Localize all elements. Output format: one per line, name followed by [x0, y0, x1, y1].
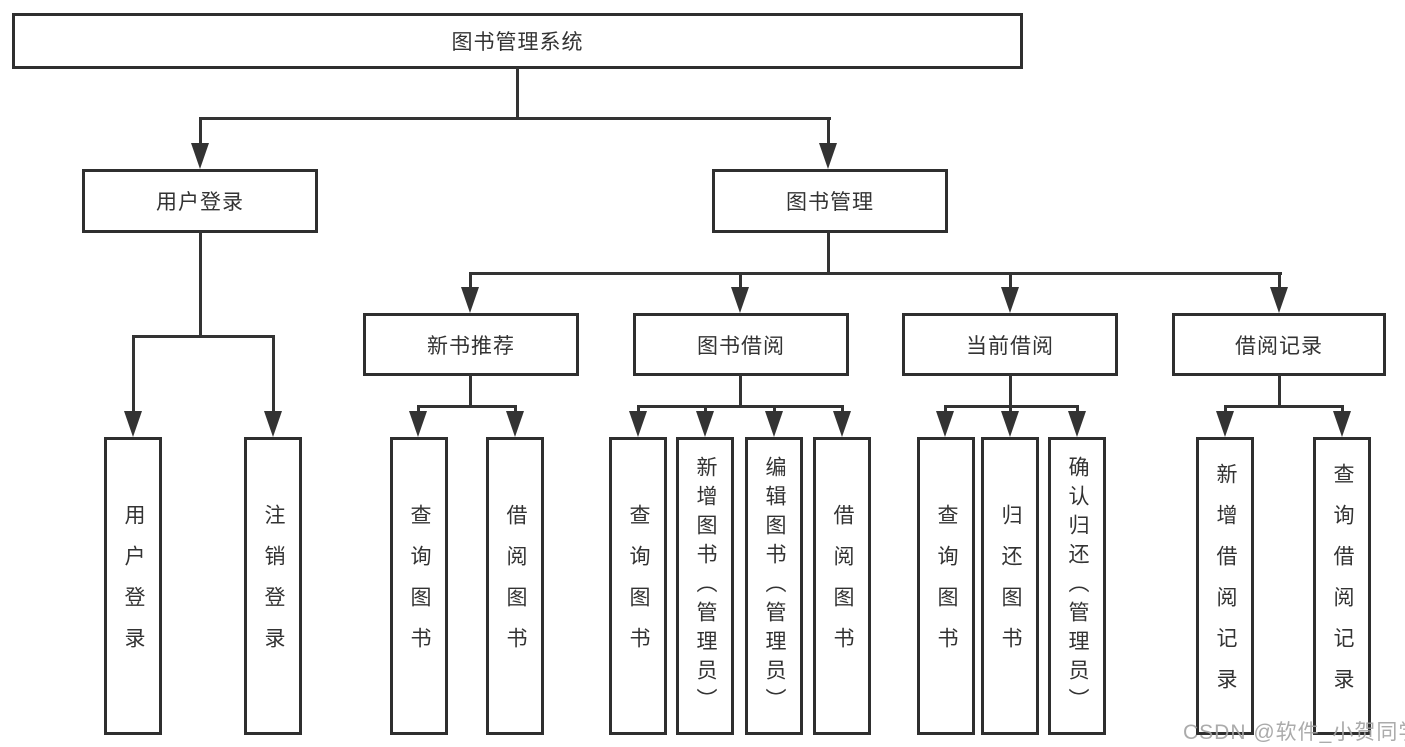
leaf-node-query-borrow-record: 查询借阅记录 — [1313, 437, 1371, 735]
leaf-node-logout: 注销登录 — [244, 437, 302, 735]
connector-line — [944, 405, 947, 415]
leaf-node-confirm-return-admin: 确认归还（管理员） — [1048, 437, 1106, 735]
connector-line — [1224, 405, 1227, 415]
arrow-down-icon — [629, 411, 647, 437]
leaf-node-edit-books-admin: 编辑图书（管理员） — [745, 437, 803, 735]
leaf-node-query-books-current: 查询图书 — [917, 437, 975, 735]
connector-line — [637, 405, 844, 408]
arrow-down-icon — [1216, 411, 1234, 437]
arrow-down-icon — [461, 287, 479, 313]
connector-line — [272, 335, 275, 417]
leaf-node-add-borrow-record: 新增借阅记录 — [1196, 437, 1254, 735]
arrow-down-icon — [409, 411, 427, 437]
connector-line — [199, 117, 202, 149]
connector-line — [637, 405, 640, 415]
connector-line — [704, 405, 707, 415]
leaf-node-return-books: 归还图书 — [981, 437, 1039, 735]
connector-line — [1009, 272, 1012, 290]
connector-line — [417, 405, 420, 415]
node-user-login: 用户登录 — [82, 169, 318, 233]
node-root: 图书管理系统 — [12, 13, 1023, 69]
connector-line — [1224, 405, 1344, 408]
connector-line — [739, 272, 742, 290]
node-current-borrow: 当前借阅 — [902, 313, 1118, 376]
arrow-down-icon — [696, 411, 714, 437]
node-book-borrow: 图书借阅 — [633, 313, 849, 376]
leaf-node-query-books-borrow: 查询图书 — [609, 437, 667, 735]
arrow-down-icon — [731, 287, 749, 313]
connector-line — [827, 117, 830, 149]
arrow-down-icon — [1068, 411, 1086, 437]
arrow-down-icon — [506, 411, 524, 437]
watermark: CSDN @软件_小贺同学 — [1183, 721, 1405, 744]
connector-line — [739, 374, 742, 408]
arrow-down-icon — [191, 143, 209, 169]
connector-line — [1009, 405, 1012, 415]
connector-line — [827, 231, 830, 275]
connector-line — [199, 231, 202, 338]
node-book-management: 图书管理 — [712, 169, 948, 233]
connector-line — [417, 405, 517, 408]
connector-line — [1341, 405, 1344, 415]
leaf-node-borrow-books-recommend: 借阅图书 — [486, 437, 544, 735]
leaf-node-user-login: 用户登录 — [104, 437, 162, 735]
arrow-down-icon — [124, 411, 142, 437]
arrow-down-icon — [936, 411, 954, 437]
connector-line — [469, 272, 1282, 275]
arrow-down-icon — [819, 143, 837, 169]
connector-line — [1278, 374, 1281, 408]
connector-line — [514, 405, 517, 415]
node-borrow-records: 借阅记录 — [1172, 313, 1386, 376]
connector-line — [1076, 405, 1079, 415]
connector-line — [132, 335, 135, 417]
node-new-book-recommend: 新书推荐 — [363, 313, 579, 376]
connector-line — [773, 405, 776, 415]
connector-line — [199, 117, 831, 120]
connector-line — [1278, 272, 1281, 290]
connector-line — [516, 67, 519, 119]
arrow-down-icon — [1001, 411, 1019, 437]
arrow-down-icon — [1270, 287, 1288, 313]
connector-line — [841, 405, 844, 415]
connector-line — [469, 374, 472, 408]
arrow-down-icon — [833, 411, 851, 437]
connector-line — [132, 335, 275, 338]
connector-line — [1009, 374, 1012, 408]
connector-line — [469, 272, 472, 290]
leaf-node-add-books-admin: 新增图书（管理员） — [676, 437, 734, 735]
arrow-down-icon — [264, 411, 282, 437]
arrow-down-icon — [1333, 411, 1351, 437]
leaf-node-query-books-recommend: 查询图书 — [390, 437, 448, 735]
leaf-node-borrow-books: 借阅图书 — [813, 437, 871, 735]
arrow-down-icon — [1001, 287, 1019, 313]
arrow-down-icon — [765, 411, 783, 437]
